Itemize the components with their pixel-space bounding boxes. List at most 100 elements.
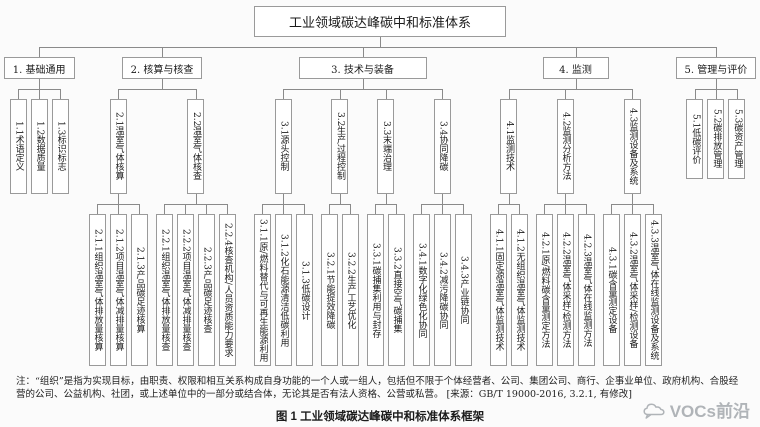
node-wrap: 4.2.3温室气体在线监测方法 bbox=[575, 204, 597, 366]
node-4-1: 4.1监测技术 bbox=[500, 99, 517, 194]
node-2-1-3: 2.1.3产品碳足迹核算 bbox=[130, 214, 148, 366]
node-wrap: 2.1.2项目温室气体减排量核算 bbox=[107, 204, 129, 366]
node-3-1-1: 3.1.1原/燃料替代与可再生能源利用 bbox=[253, 214, 271, 366]
node-3-1: 3.1源头控制 bbox=[274, 99, 292, 194]
node-4-3-2: 4.3.2温室气体采样/检测设备 bbox=[623, 214, 641, 366]
tree-root-level: 工业领域碳达峰碳中和标准体系 1. 基础通用 1.1术语定义 1.2数据质量 1… bbox=[0, 6, 760, 366]
node-wrap: 5.2碳排放管理 bbox=[705, 89, 727, 179]
node-wrap: 4.3.2温室气体采样/检测设备 bbox=[621, 204, 643, 366]
branch-2-node: 2. 核算与核查 bbox=[121, 57, 203, 79]
node-wrap: 3.3.1碳捕集利用与封存 bbox=[365, 204, 386, 366]
node-wrap: 2.1.3产品碳足迹核算 bbox=[128, 204, 150, 366]
node-3-2-1: 3.2.1节能提效降碳 bbox=[320, 214, 338, 366]
watermark-text: VOCs前沿 bbox=[669, 402, 750, 421]
node-3-4-2: 3.4.2减污降碳协同 bbox=[433, 214, 451, 366]
node-wrap: 3.3末端治理 3.3.1碳捕集利用与封存 3.3.2直接空气碳捕集 bbox=[362, 89, 409, 366]
figure-caption: 图 1 工业领域碳达峰碳中和标准体系框架 bbox=[275, 411, 485, 423]
branch-4-node: 4. 监测 bbox=[542, 57, 609, 79]
node-wrap: 2.2温室气体核查 2.2.1组织温室气体排放量核查 2.2.2项目温室气体减排… bbox=[151, 89, 240, 366]
node-4-1-1: 4.1.1固定源温室气体监测技术 bbox=[489, 214, 507, 366]
node-2-2-3: 2.2.3产品碳足迹核查 bbox=[197, 214, 215, 366]
node-wrap: 2.1.1组织温室气体排放量核算 bbox=[87, 204, 108, 366]
node-wrap: 1.3标识标志 bbox=[49, 89, 71, 194]
node-2-1: 2.1温室气体核算 bbox=[109, 99, 127, 194]
node-wrap: 2.1温室气体核算 2.1.1组织温室气体排放量核算 2.1.2项目温室气体减排… bbox=[85, 89, 152, 366]
node-wrap: 3.1.3低碳设计 bbox=[293, 204, 315, 366]
root-node: 工业领域碳达峰碳中和标准体系 bbox=[253, 6, 506, 37]
node-wrap: 1.2数据质量 bbox=[28, 89, 50, 194]
node-wrap: 4.1.1固定源温室气体监测技术 bbox=[488, 204, 509, 366]
node-4-3-3: 4.3.3温室气体在线监测设备及系统 bbox=[644, 214, 662, 366]
node-wrap: 4.2监测分析方法 4.2.1原/燃料碳含量测定方法 4.2.2温室气体采样/检… bbox=[531, 89, 599, 366]
branch-1: 1. 基础通用 1.1术语定义 1.2数据质量 1.3标识标志 bbox=[0, 47, 80, 194]
node-wrap: 3.1.1原/燃料替代与可再生能源利用 bbox=[252, 204, 273, 366]
node-wrap: 3.1.2化石能源清洁低碳利用 bbox=[272, 204, 294, 366]
node-wrap: 4.2.1原/燃料碳含量测定方法 bbox=[534, 204, 555, 366]
branch-1-node: 1. 基础通用 bbox=[3, 57, 75, 79]
node-2-2-1: 2.2.1组织温室气体排放量核查 bbox=[155, 214, 173, 366]
branch-4: 4. 监测 4.1监测技术 4.1.1固定源温室气体监测技术 4.1.2无组织温… bbox=[480, 47, 671, 366]
node-2-2: 2.2温室气体核查 bbox=[187, 99, 204, 194]
node-1-2: 1.2数据质量 bbox=[30, 99, 48, 194]
branch-3: 3. 技术与装备 3.1源头控制 3.1.1原/燃料替代与可再生能源利用 3.1… bbox=[244, 47, 481, 366]
node-2-1-2: 2.1.2项目温室气体减排量核算 bbox=[109, 214, 127, 366]
branch-5: 5. 管理与评价 5.1低碳评价 5.2碳排放管理 5.3碳资产管理 bbox=[670, 47, 760, 179]
branch-2: 2. 核算与核查 2.1温室气体核算 2.1.1组织温室气体排放量核算 2.1.… bbox=[79, 47, 245, 366]
node-wrap: 2.2.2项目温室气体减排量核查 bbox=[174, 204, 196, 366]
node-wrap: 4.3.3温室气体在线监测设备及系统 bbox=[642, 204, 664, 366]
node-4-3: 4.3监测设备及系统 bbox=[623, 99, 641, 194]
node-wrap: 3.3.2直接空气碳捕集 bbox=[385, 204, 407, 366]
node-wrap: 4.2.2温室气体采样/检测方法 bbox=[554, 204, 576, 366]
node-2-2-4: 2.2.4核查机构/人员资质能力要求 bbox=[218, 214, 236, 366]
node-wrap: 3.2生产过程控制 3.2.1节能提效降碳 3.2.2生产工艺优化 bbox=[316, 89, 363, 366]
node-wrap: 3.4.1数字化绿色化协同 bbox=[411, 204, 432, 366]
node-4-1-2: 4.1.2无组织温室气体监测技术 bbox=[510, 214, 528, 366]
node-2-2-2: 2.2.2项目温室气体减排量核查 bbox=[176, 214, 194, 366]
node-1-1: 1.1术语定义 bbox=[9, 99, 27, 194]
node-3-3: 3.3末端治理 bbox=[377, 99, 394, 194]
node-wrap: 5.1低碳评价 bbox=[684, 89, 706, 179]
node-3-1-3: 3.1.3低碳设计 bbox=[295, 214, 313, 366]
node-5-2: 5.2碳排放管理 bbox=[707, 99, 725, 179]
node-4-3-1: 4.3.1碳含量测定设备 bbox=[602, 214, 620, 366]
node-wrap: 2.2.3产品碳足迹核查 bbox=[195, 204, 217, 366]
node-wrap: 1.1术语定义 bbox=[8, 89, 29, 194]
node-5-1: 5.1低碳评价 bbox=[686, 99, 704, 179]
node-3-1-2: 3.1.2化石能源清洁低碳利用 bbox=[274, 214, 292, 366]
node-3-3-1: 3.3.1碳捕集利用与封存 bbox=[366, 214, 384, 366]
watermark: VOCs前沿 bbox=[642, 397, 750, 422]
node-wrap: 3.2.1节能提效降碳 bbox=[319, 204, 340, 366]
node-wrap: 3.4协同降碳 3.4.1数字化绿色化协同 3.4.2减污降碳协同 3.4.3产… bbox=[408, 89, 476, 366]
node-wrap: 4.1.2无组织温室气体监测技术 bbox=[508, 204, 530, 366]
node-1-3: 1.3标识标志 bbox=[51, 99, 69, 194]
node-4-2-3: 4.2.3温室气体在线监测方法 bbox=[577, 214, 595, 366]
node-wrap: 3.4.3产业链协同 bbox=[452, 204, 474, 366]
node-5-3: 5.3碳资产管理 bbox=[728, 99, 746, 179]
node-wrap: 3.4.2减污降碳协同 bbox=[431, 204, 453, 366]
node-4-2-2: 4.2.2温室气体采样/检测方法 bbox=[556, 214, 574, 366]
node-wrap: 4.3监测设备及系统 4.3.1碳含量测定设备 4.3.2温室气体采样/检测设备… bbox=[598, 89, 666, 366]
node-wrap: 4.3.1碳含量测定设备 bbox=[601, 204, 622, 366]
branch-5-node: 5. 管理与评价 bbox=[675, 57, 757, 79]
node-wrap: 5.3碳资产管理 bbox=[726, 89, 747, 179]
node-3-4-3: 3.4.3产业链协同 bbox=[454, 214, 472, 366]
node-4-2: 4.2监测分析方法 bbox=[556, 99, 574, 194]
node-wrap: 3.2.2生产工艺优化 bbox=[339, 204, 361, 366]
node-wrap: 工业领域碳达峰碳中和标准体系 1. 基础通用 1.1术语定义 1.2数据质量 1… bbox=[0, 6, 760, 366]
node-wrap: 2.2.4核查机构/人员资质能力要求 bbox=[216, 204, 238, 366]
node-3-2: 3.2生产过程控制 bbox=[331, 99, 348, 194]
node-wrap: 3.1源头控制 3.1.1原/燃料替代与可再生能源利用 3.1.2化石能源清洁低… bbox=[250, 89, 317, 366]
standards-framework-diagram: 工业领域碳达峰碳中和标准体系 1. 基础通用 1.1术语定义 1.2数据质量 1… bbox=[0, 6, 760, 366]
node-3-2-2: 3.2.2生产工艺优化 bbox=[341, 214, 359, 366]
node-3-3-2: 3.3.2直接空气碳捕集 bbox=[387, 214, 405, 366]
branch-3-node: 3. 技术与装备 bbox=[298, 57, 427, 79]
node-3-4: 3.4协同降碳 bbox=[433, 99, 451, 194]
node-wrap: 2.2.1组织温室气体排放量核查 bbox=[154, 204, 175, 366]
node-wrap: 4.1监测技术 4.1.1固定源温室气体监测技术 4.1.2无组织温室气体监测技… bbox=[486, 89, 532, 366]
node-4-2-1: 4.2.1原/燃料碳含量测定方法 bbox=[535, 214, 553, 366]
node-2-1-1: 2.1.1组织温室气体排放量核算 bbox=[88, 214, 106, 366]
note-text: 注：“组织”是指为实现目标，由职责、权限和相互关系构成自身功能的一个人或一组人，… bbox=[16, 376, 739, 400]
cloud-icon bbox=[642, 401, 666, 419]
node-3-4-1: 3.4.1数字化绿色化协同 bbox=[412, 214, 430, 366]
branches-row: 1. 基础通用 1.1术语定义 1.2数据质量 1.3标识标志 2. 核算与核查… bbox=[0, 37, 760, 366]
